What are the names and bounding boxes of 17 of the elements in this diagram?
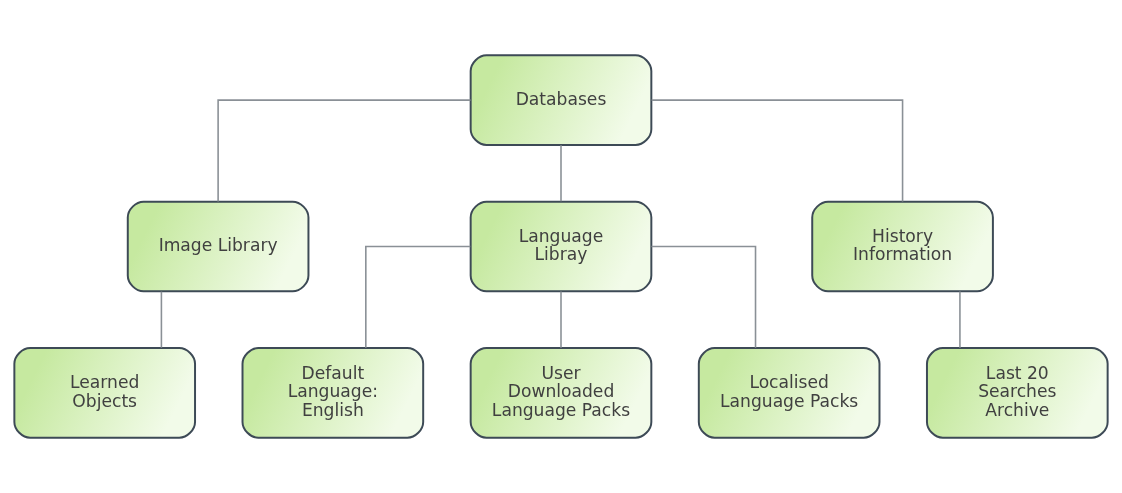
- connector: [160, 290, 163, 349]
- connector: [217, 99, 472, 203]
- node-box: Localised Language Packs: [697, 347, 881, 439]
- node-box: Image Library: [126, 200, 310, 293]
- node-box: User Downloaded Language Packs: [469, 347, 653, 439]
- node-box: Last 20 Searches Archive: [925, 347, 1109, 439]
- node-box: History Information: [811, 200, 994, 293]
- connector: [959, 290, 961, 349]
- connector: [650, 99, 904, 203]
- node-box: Default Language: English: [241, 347, 425, 439]
- connector: [650, 245, 757, 349]
- connector: [365, 245, 472, 349]
- connector: [560, 144, 562, 203]
- connector: [560, 290, 562, 349]
- node-box: Databases: [469, 54, 653, 146]
- node-box: Language Libray: [469, 200, 653, 293]
- node-box: Learned Objects: [13, 347, 197, 439]
